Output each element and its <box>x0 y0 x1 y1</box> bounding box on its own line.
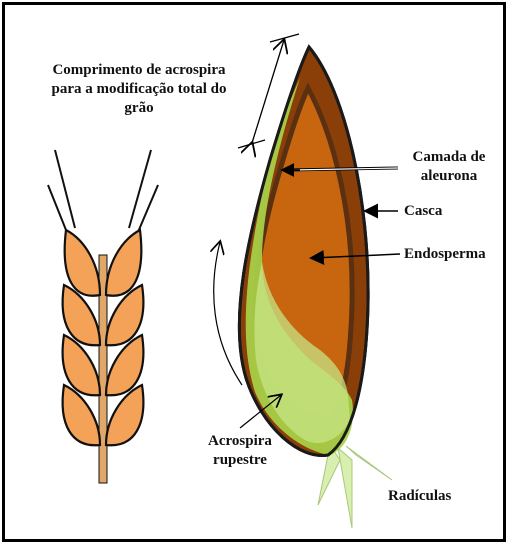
acrospire-length-label: Comprimento de acrospira para a modifica… <box>28 61 250 118</box>
acrospire-rupestre-line1: Acrospira <box>190 432 290 451</box>
aleurone-line2: aleurona <box>398 167 500 186</box>
aleurone-arrow-icon <box>283 168 398 170</box>
acrospire-rupestre-label: Acrospira rupestre <box>190 432 290 470</box>
acrospire-length-line3: grão <box>28 99 250 118</box>
acrospire-length-line2: para a modificação total do <box>28 80 250 99</box>
wheat-ear-icon <box>48 150 158 483</box>
rootlets-icon <box>318 445 392 528</box>
aleurone-label: Camada de aleurona <box>398 148 500 186</box>
husk-label: Casca <box>404 202 442 221</box>
rootlets-label: Radículas <box>388 487 451 506</box>
acrospire-length-line1: Comprimento de acrospira <box>28 61 250 80</box>
acrospire-rupestre-line2: rupestre <box>190 451 290 470</box>
aleurone-line1: Camada de <box>398 148 500 167</box>
growth-direction-arrow-icon <box>214 242 242 385</box>
endosperm-label: Endosperma <box>404 245 486 264</box>
